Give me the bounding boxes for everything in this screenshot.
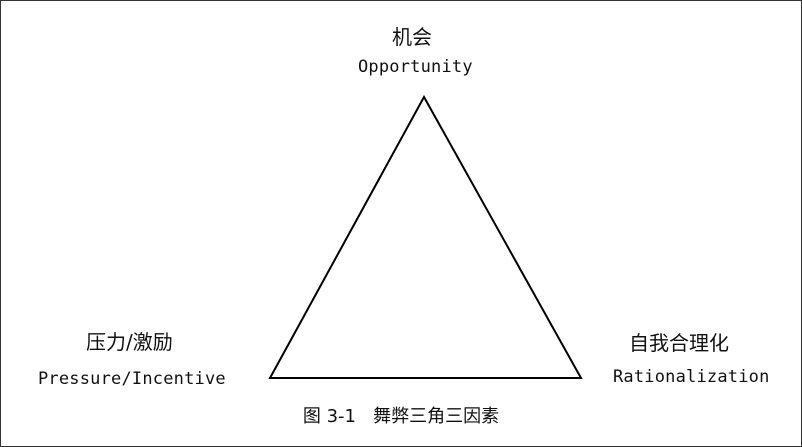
rationalization-label-cn: 自我合理化 (629, 331, 729, 355)
fraud-triangle (268, 94, 583, 379)
opportunity-label-en: Opportunity (358, 57, 473, 77)
rationalization-label-en: Rationalization (613, 367, 770, 387)
opportunity-label-cn: 机会 (392, 25, 432, 49)
pressure-label-cn: 压力/激励 (86, 330, 173, 354)
pressure-label-en: Pressure/Incentive (38, 369, 226, 389)
figure-caption: 图 3-1 舞弊三角三因素 (302, 406, 500, 427)
